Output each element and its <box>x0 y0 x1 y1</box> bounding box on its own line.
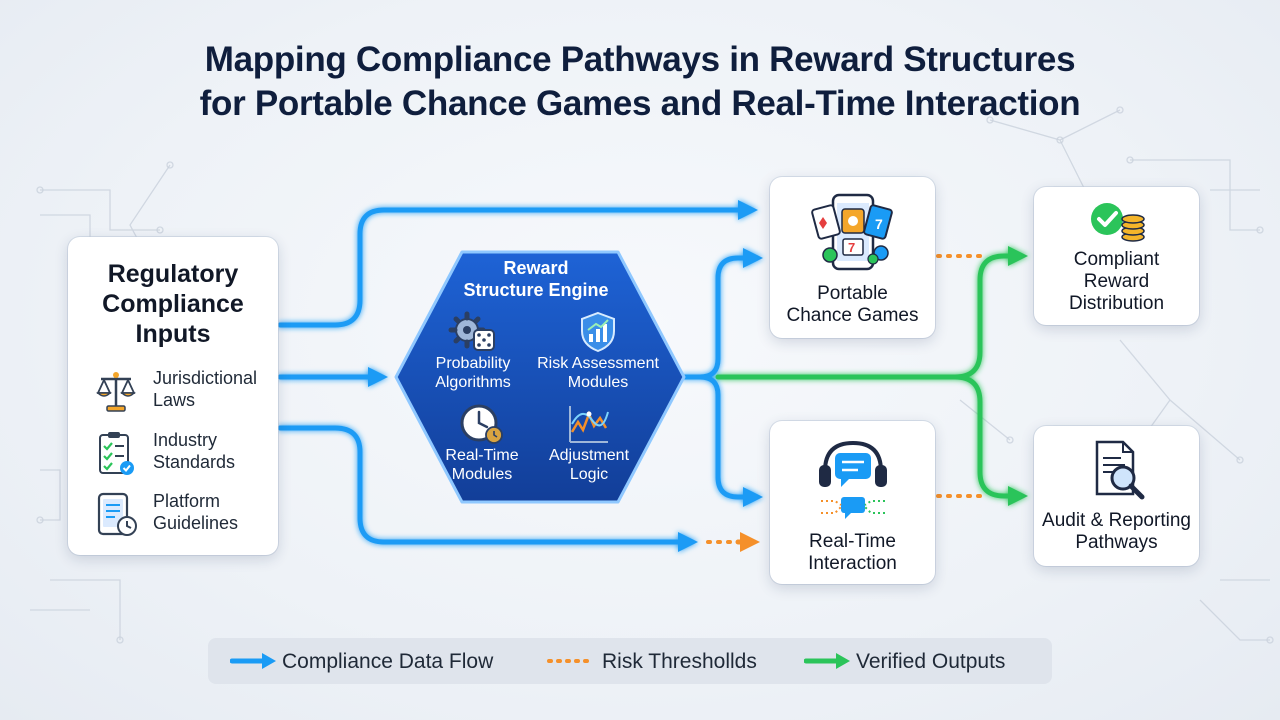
real-time-interaction-card: Real-Time Interaction <box>770 421 935 584</box>
input-platform-guidelines: Platform Guidelines <box>68 488 278 538</box>
module-adjustment-logic: Adjustment Logic <box>519 402 659 484</box>
adjustment-chart-icon <box>569 406 609 443</box>
input-jurisdictional-laws: Jurisdictional Laws <box>68 365 278 415</box>
flow-inputs-to-portable <box>277 200 758 328</box>
flow-engine-to-compliant <box>715 246 1028 380</box>
page-title-line-1: Mapping Compliance Pathways in Reward St… <box>204 40 1076 79</box>
compliant-reward-distribution-card: Compliant Reward Distribution <box>1034 187 1199 325</box>
gear-dice-icon <box>448 311 495 351</box>
flow-engine-to-realtime <box>680 374 763 507</box>
legend: Compliance Data Flow Risk Threshollds Ve… <box>208 638 1052 684</box>
audit-reporting-pathways-card: Audit & Reporting Pathways <box>1034 426 1199 566</box>
flow-engine-to-audit <box>952 374 1028 506</box>
module-probability-algorithms: Probability Algorithms <box>403 310 543 392</box>
svg-text:7: 7 <box>848 240 855 255</box>
headset-chat-icon <box>818 440 887 519</box>
flow-inputs-to-realtime <box>277 425 698 552</box>
orange-dotted-line-icon <box>547 659 594 663</box>
flow-engine-to-portable <box>680 248 763 380</box>
shield-chart-icon <box>581 311 615 353</box>
tablet-clock-icon <box>97 492 137 536</box>
scales-icon <box>96 372 136 412</box>
green-arrow-icon <box>804 653 850 669</box>
module-real-time: Real-Time Modules <box>412 402 552 484</box>
svg-text:7: 7 <box>875 216 883 232</box>
reward-engine-title: Reward Structure Engine <box>463 258 609 300</box>
document-search-icon <box>1095 440 1144 500</box>
check-coins-icon <box>1090 203 1145 242</box>
portable-chance-games-card: 7 7 Portable Chance Games <box>770 177 935 338</box>
blue-arrow-icon <box>230 653 276 669</box>
regulatory-inputs-card: Regulatory Compliance Inputs Jurisdictio… <box>68 237 278 555</box>
regulatory-inputs-title: Regulatory Compliance Inputs <box>102 260 244 348</box>
clock-icon <box>460 404 503 444</box>
phone-games-icon: 7 7 <box>810 193 893 271</box>
input-industry-standards: Industry Standards <box>68 427 278 477</box>
checklist-icon <box>99 432 134 475</box>
module-risk-assessment: Risk Assessment Modules <box>528 310 668 392</box>
page-title-line-2: for Portable Chance Games and Real-Time … <box>199 84 1081 123</box>
